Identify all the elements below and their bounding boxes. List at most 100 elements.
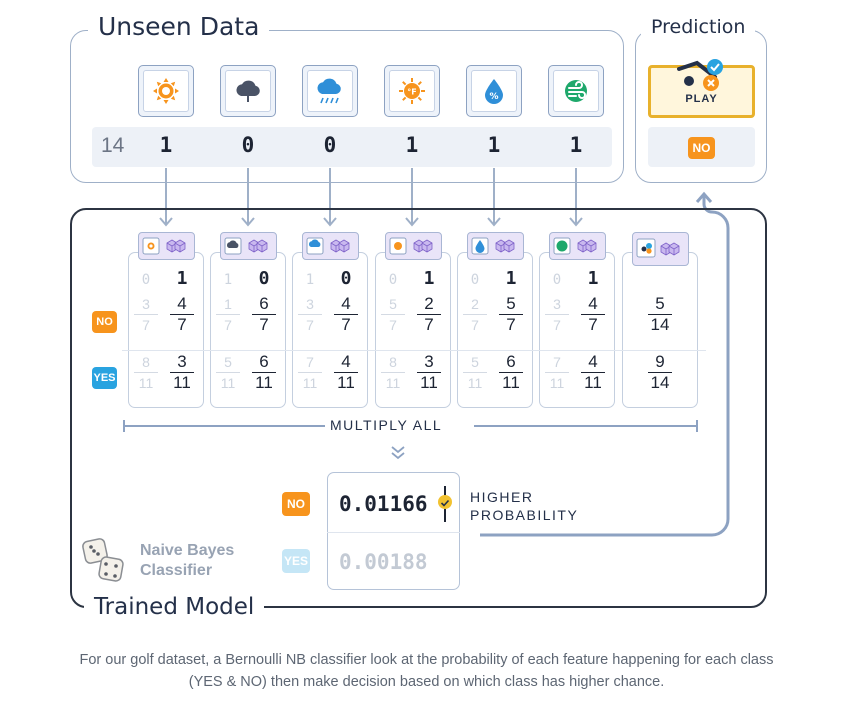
yes-faded-fraction-denominator: 11	[220, 375, 236, 392]
yes-faded-fraction-numerator: 7	[306, 354, 314, 370]
no-faded-fraction-bar	[545, 314, 569, 316]
no-faded-fraction-denominator: 7	[306, 317, 314, 334]
higher-line1: HIGHER	[470, 489, 534, 505]
no-fraction-denominator: 7	[177, 315, 187, 335]
sun-icon	[138, 65, 194, 117]
column-header-value: 1	[587, 268, 599, 289]
value-rain: 0	[323, 133, 337, 157]
yes-fraction-bar	[581, 372, 605, 374]
column-header-rain-cloud-icon	[302, 232, 359, 260]
higher-line2: PROBABILITY	[470, 507, 579, 523]
no-faded-fraction-denominator: 7	[389, 317, 397, 334]
likelihood-column	[128, 252, 204, 408]
likelihood-column	[539, 252, 615, 408]
yes-fraction-denominator: 11	[584, 373, 602, 393]
prior-yes-fraction-denominator: 14	[650, 373, 670, 393]
yes-fraction-numerator: 4	[341, 352, 351, 371]
no-faded-fraction-numerator: 3	[306, 296, 314, 312]
no-faded-fraction-denominator: 7	[471, 317, 479, 334]
yes-faded-fraction-numerator: 5	[224, 354, 232, 370]
play-label: PLAY	[685, 93, 718, 105]
yes-faded-fraction-numerator: 7	[553, 354, 561, 370]
prior-column	[622, 252, 698, 408]
column-header-sun-icon	[138, 232, 195, 260]
column-header-wind-icon	[549, 232, 606, 260]
no-faded-fraction-numerator: 3	[142, 296, 150, 312]
prior-yes-fraction-numerator: 9	[655, 352, 665, 371]
yes-fraction-denominator: 11	[255, 373, 273, 393]
unseen-data-panel	[70, 30, 624, 183]
cloud-icon	[220, 65, 276, 117]
yes-faded-fraction-numerator: 8	[142, 354, 150, 370]
class-no-badge: NO	[92, 311, 117, 333]
no-faded-fraction-numerator: 5	[389, 296, 397, 312]
no-fraction-bar	[252, 314, 276, 316]
no-faded-fraction-numerator: 2	[471, 296, 479, 312]
value-temperature: 1	[405, 133, 419, 157]
dice-icon	[82, 538, 124, 582]
higher-probability-label: HIGHER PROBABILITY	[470, 488, 578, 524]
result-no-value: 0.01166	[339, 492, 428, 516]
value-humidity: 1	[487, 133, 501, 157]
column-header-value: 1	[176, 268, 188, 289]
value-cloud: 0	[241, 133, 255, 157]
no-faded-fraction-denominator: 7	[142, 317, 150, 334]
caption-line2: (YES & NO) then make decision based on w…	[188, 674, 665, 690]
yes-fraction-bar	[252, 372, 276, 374]
trained-model-panel	[70, 208, 767, 608]
yes-fraction-denominator: 11	[337, 373, 355, 393]
yes-faded-fraction-denominator: 11	[385, 375, 401, 392]
check-icon	[438, 495, 452, 509]
no-fraction-denominator: 7	[259, 315, 269, 335]
column-header-value: 0	[340, 268, 352, 289]
column-header-faded-value: 1	[305, 272, 315, 288]
caption-line1: For our golf dataset, a Bernoulli NB cla…	[79, 652, 774, 668]
no-fraction-denominator: 7	[424, 315, 434, 335]
result-yes-badge: YES	[282, 549, 310, 573]
column-header-humidity-drop-icon	[467, 232, 524, 260]
no-faded-fraction-numerator: 1	[224, 296, 232, 312]
value-wind: 1	[569, 133, 583, 157]
yes-faded-fraction-bar	[381, 372, 405, 374]
column-header-cloud-icon	[220, 232, 277, 260]
prior-yes-fraction-bar	[648, 372, 672, 374]
likelihood-column	[210, 252, 286, 408]
likelihood-column	[457, 252, 533, 408]
classifier-name-line1: Naive Bayes	[140, 542, 235, 559]
prediction-title: Prediction	[641, 16, 756, 38]
yes-fraction-bar	[499, 372, 523, 374]
temperature-icon: °F	[384, 65, 440, 117]
no-fraction-bar	[417, 314, 441, 316]
rain-cloud-icon	[302, 65, 358, 117]
column-header-faded-value: 0	[552, 272, 562, 288]
no-fraction-numerator: 4	[341, 294, 351, 313]
play-card: PLAY	[648, 59, 755, 118]
row-number: 14	[101, 134, 125, 157]
no-faded-fraction-bar	[381, 314, 405, 316]
yes-fraction-denominator: 11	[420, 373, 438, 393]
yes-faded-fraction-denominator: 11	[138, 375, 154, 392]
no-fraction-bar	[581, 314, 605, 316]
classifier-name: Naive Bayes Classifier	[140, 541, 234, 581]
yes-fraction-numerator: 6	[259, 352, 269, 371]
yes-fraction-bar	[417, 372, 441, 374]
results-divider	[327, 532, 460, 533]
no-faded-fraction-bar	[463, 314, 487, 316]
column-header-temperature-icon	[385, 232, 442, 260]
yes-fraction-numerator: 4	[588, 352, 598, 371]
class-yes-badge: YES	[92, 367, 117, 389]
column-header-value: 1	[423, 268, 435, 289]
